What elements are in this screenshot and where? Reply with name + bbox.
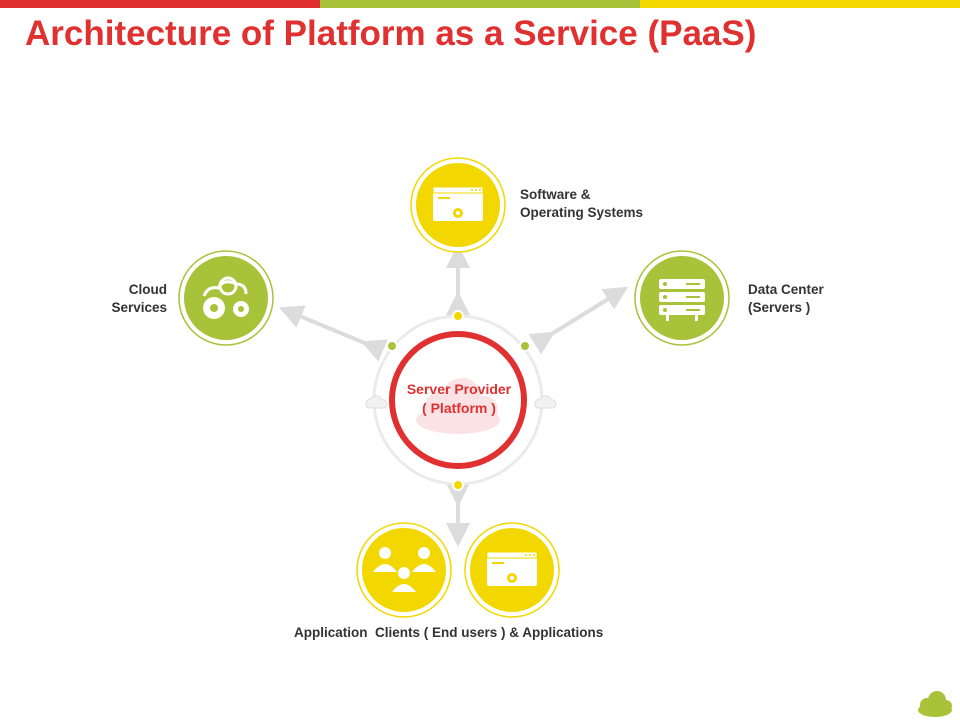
- cloud-services-node: [178, 250, 274, 346]
- ring-dot: [386, 310, 531, 491]
- software-label-line1: Software &: [520, 187, 591, 202]
- server-rack-icon: [659, 279, 705, 321]
- browser-settings-icon: [432, 186, 484, 221]
- data-center-label-line2: (Servers ): [748, 300, 811, 315]
- browser-settings-icon: [486, 551, 538, 586]
- applications-node: [464, 522, 560, 618]
- cloud-gears-icon: [202, 276, 249, 319]
- top-bar-red: [0, 0, 320, 8]
- ring-cloud-icon: [365, 395, 557, 409]
- bottom-label: Application Clients ( End users ) & Appl…: [294, 625, 604, 640]
- top-bar-yellow: [640, 0, 960, 8]
- cloud-services-label-line1: Cloud: [128, 282, 167, 297]
- software-label: Software & Operating Systems: [520, 186, 643, 222]
- software-node: [410, 157, 506, 253]
- cloud-services-label-line2: Services: [111, 300, 167, 315]
- center-hub: [365, 310, 557, 491]
- top-bar-green: [320, 0, 640, 8]
- data-center-label: Data Center (Servers ): [748, 281, 824, 317]
- cloud-icon: [918, 691, 952, 717]
- users-group-icon: [373, 547, 436, 592]
- software-label-line2: Operating Systems: [520, 205, 644, 220]
- center-cloud-icon: [416, 378, 500, 434]
- arrow-to-datacenter: [528, 286, 629, 355]
- arrow-to-cloud: [278, 305, 388, 362]
- top-color-bar: [0, 0, 960, 8]
- data-center-label-line1: Data Center: [748, 282, 824, 297]
- clients-node: [356, 522, 452, 618]
- center-label-line1: Server Provider: [406, 381, 512, 397]
- center-label-line2: ( Platform ): [422, 400, 496, 416]
- cloud-services-label: Cloud Services: [96, 281, 167, 317]
- center-label: Server Provider ( Platform ): [384, 380, 534, 418]
- data-center-node: [634, 250, 730, 346]
- page-title: Architecture of Platform as a Service (P…: [25, 14, 757, 53]
